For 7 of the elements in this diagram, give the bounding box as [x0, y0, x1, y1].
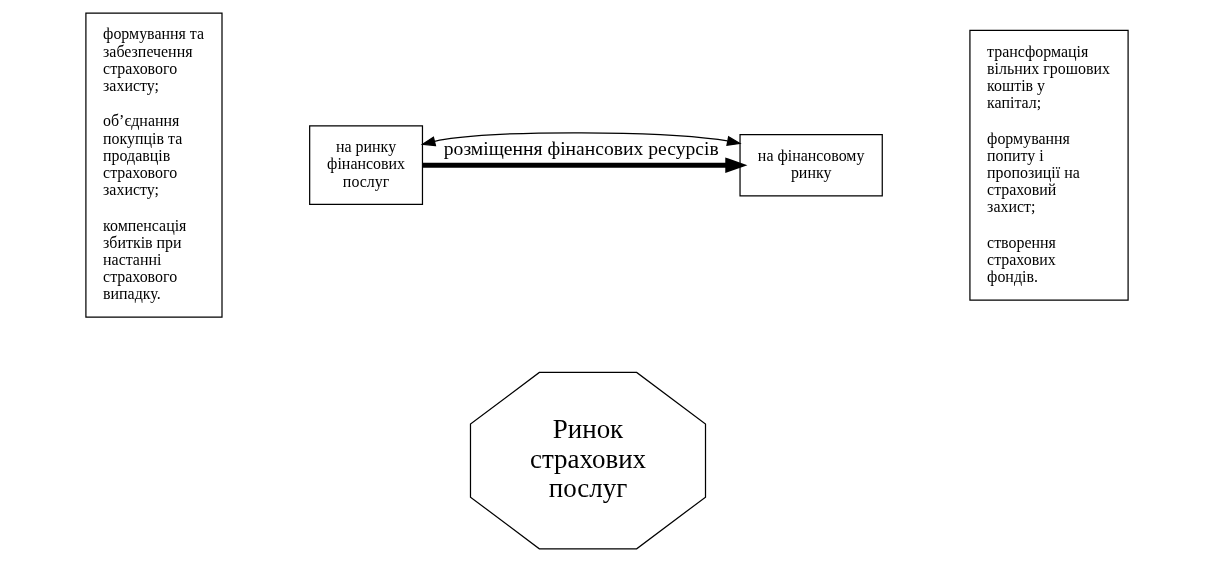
node-box: трансформація вільних грошових коштів у капітал; формування попиту і пропозиції на страховий захист; створення страхових фондів.	[968, 29, 1129, 301]
node-box: на фінансовому ринку	[738, 133, 883, 197]
arrow	[422, 157, 747, 173]
arrow	[420, 132, 742, 147]
node-box: на ринку фінансових послуг	[308, 125, 423, 206]
edge-label: розміщення фінансових ресурсів	[443, 138, 719, 160]
node-box: формування та забезпечення страхового захисту; об’єднання покупців та продавців страхового захисту; компенсація збитків при настанні страхового випадку.	[84, 12, 223, 318]
